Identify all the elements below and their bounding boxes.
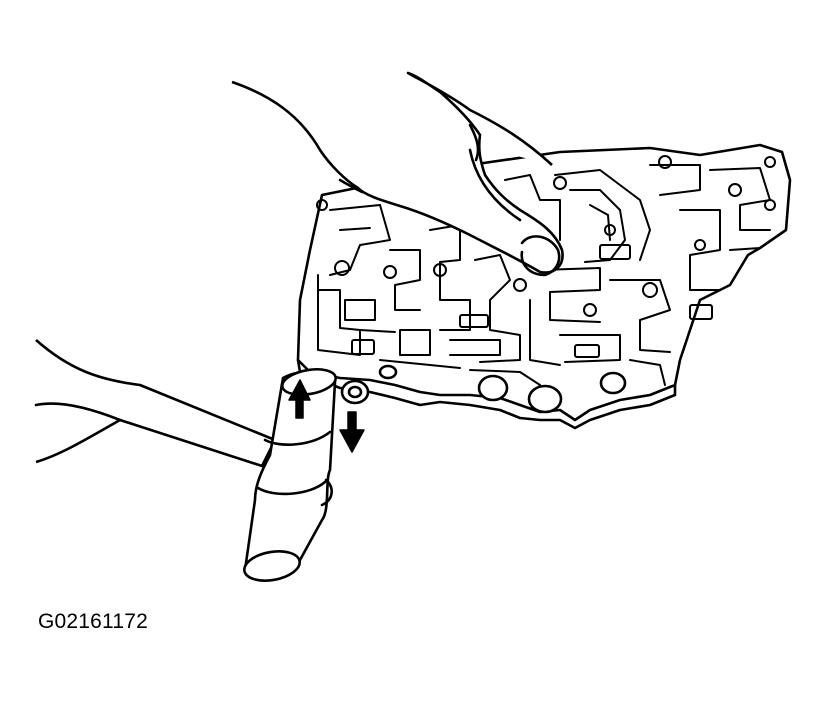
check-ball-part <box>340 379 370 405</box>
arrow-down-icon <box>339 411 365 453</box>
hammer-handle <box>34 339 277 468</box>
plastic-hammer-head <box>243 367 337 582</box>
figure-code-label: G02161172 <box>38 610 149 633</box>
valve-body-passages <box>316 155 776 386</box>
arrow-up-icon <box>288 379 311 419</box>
hand-illustration <box>231 71 564 277</box>
plate-bore-holes <box>378 364 627 414</box>
